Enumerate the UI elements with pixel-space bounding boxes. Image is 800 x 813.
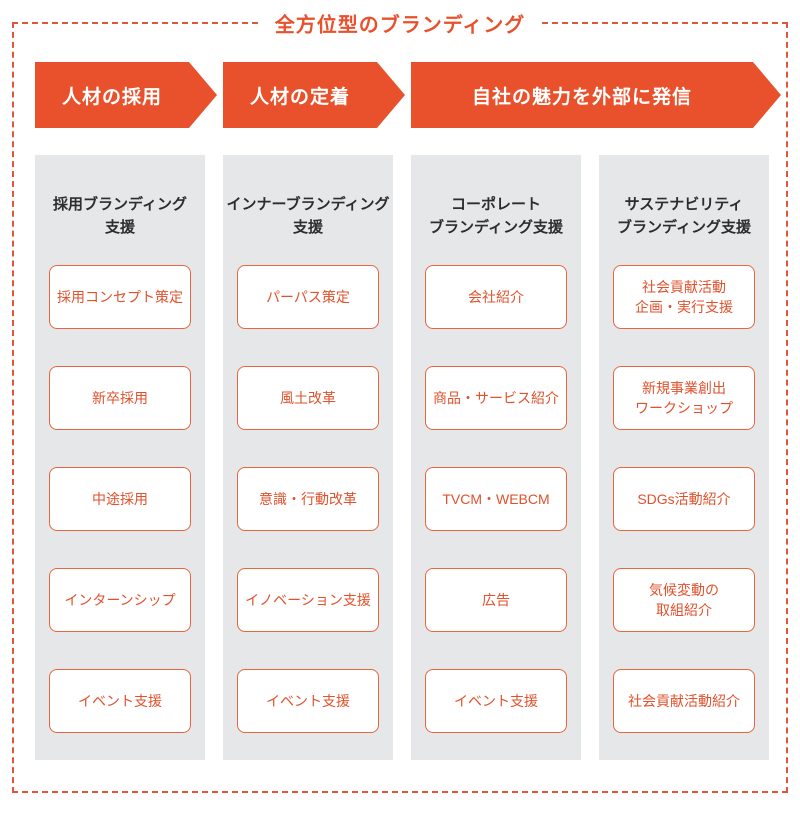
service-item: 新卒採用 (49, 366, 191, 430)
service-item: TVCM・WEBCM (425, 467, 567, 531)
service-item: イノベーション支援 (237, 568, 379, 632)
column-sustainability-branding: サステナビリティ ブランディング支援 社会貢献活動 企画・実行支援 新規事業創出… (599, 155, 769, 760)
branding-columns: 採用ブランディング 支援 採用コンセプト策定 新卒採用 中途採用 インターンシッ… (35, 155, 769, 760)
service-item: 商品・サービス紹介 (425, 366, 567, 430)
service-item: 中途採用 (49, 467, 191, 531)
flow-arrows-row: 人材の採用 人材の定着 自社の魅力を外部に発信 (35, 62, 769, 128)
service-item: 会社紹介 (425, 265, 567, 329)
column-header: インナーブランディング 支援 (226, 195, 390, 236)
column-corporate-branding: コーポレート ブランディング支援 会社紹介 商品・サービス紹介 TVCM・WEB… (411, 155, 581, 760)
column-header: コーポレート ブランディング支援 (429, 195, 563, 236)
item-list: パーパス策定 風土改革 意識・行動改革 イノベーション支援 イベント支援 (223, 265, 393, 733)
arrow-external-communication: 自社の魅力を外部に発信 (411, 62, 781, 128)
service-item: パーパス策定 (237, 265, 379, 329)
service-item: イベント支援 (49, 669, 191, 733)
item-list: 採用コンセプト策定 新卒採用 中途採用 インターンシップ イベント支援 (35, 265, 205, 733)
column-header: 採用ブランディング 支援 (53, 195, 187, 236)
service-item: インターンシップ (49, 568, 191, 632)
diagram-frame: 全方位型のブランディング 人材の採用 人材の定着 自社の魅力を外部に発信 採用ブ… (12, 8, 788, 793)
service-item: 新規事業創出 ワークショップ (613, 366, 755, 430)
diagram-title: 全方位型のブランディング (260, 8, 540, 38)
column-header: サステナビリティ ブランディング支援 (617, 195, 751, 236)
service-item: 風土改革 (237, 366, 379, 430)
column-recruitment-branding: 採用ブランディング 支援 採用コンセプト策定 新卒採用 中途採用 インターンシッ… (35, 155, 205, 760)
service-item: イベント支援 (425, 669, 567, 733)
arrow-retention: 人材の定着 (223, 62, 405, 128)
item-list: 社会貢献活動 企画・実行支援 新規事業創出 ワークショップ SDGs活動紹介 気… (599, 265, 769, 733)
diagram-content: 人材の採用 人材の定着 自社の魅力を外部に発信 採用ブランディング 支援 採用コ… (35, 24, 769, 791)
column-inner-branding: インナーブランディング 支援 パーパス策定 風土改革 意識・行動改革 イノベーシ… (223, 155, 393, 760)
service-item: 気候変動の 取組紹介 (613, 568, 755, 632)
item-list: 会社紹介 商品・サービス紹介 TVCM・WEBCM 広告 イベント支援 (411, 265, 581, 733)
service-item: 採用コンセプト策定 (49, 265, 191, 329)
service-item: SDGs活動紹介 (613, 467, 755, 531)
service-item: イベント支援 (237, 669, 379, 733)
service-item: 意識・行動改革 (237, 467, 379, 531)
service-item: 広告 (425, 568, 567, 632)
service-item: 社会貢献活動紹介 (613, 669, 755, 733)
service-item: 社会貢献活動 企画・実行支援 (613, 265, 755, 329)
arrow-recruitment: 人材の採用 (35, 62, 217, 128)
